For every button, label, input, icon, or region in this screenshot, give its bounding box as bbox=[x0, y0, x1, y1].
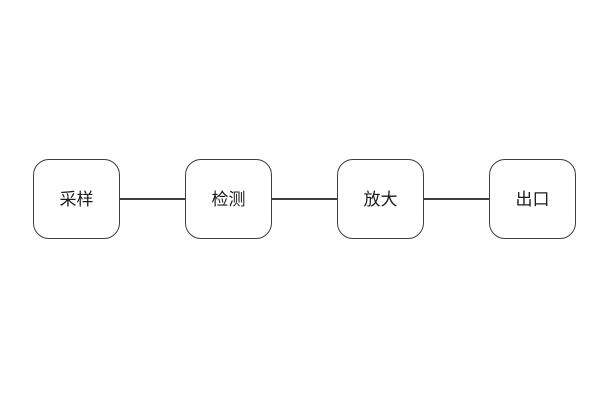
connector-line bbox=[120, 198, 185, 200]
flow-node-output: 出口 bbox=[489, 159, 576, 239]
flow-node-sampling: 采样 bbox=[33, 159, 120, 239]
flow-node-detection: 检测 bbox=[185, 159, 272, 239]
connector-line bbox=[424, 198, 489, 200]
node-label-sampling: 采样 bbox=[59, 189, 94, 209]
flow-node-amplify: 放大 bbox=[337, 159, 424, 239]
connector-line bbox=[272, 198, 337, 200]
node-label-amplify: 放大 bbox=[363, 189, 398, 209]
node-label-detection: 检测 bbox=[211, 189, 246, 209]
flow-row: 采样 检测 放大 出口 bbox=[33, 159, 576, 239]
node-label-output: 出口 bbox=[515, 189, 550, 209]
